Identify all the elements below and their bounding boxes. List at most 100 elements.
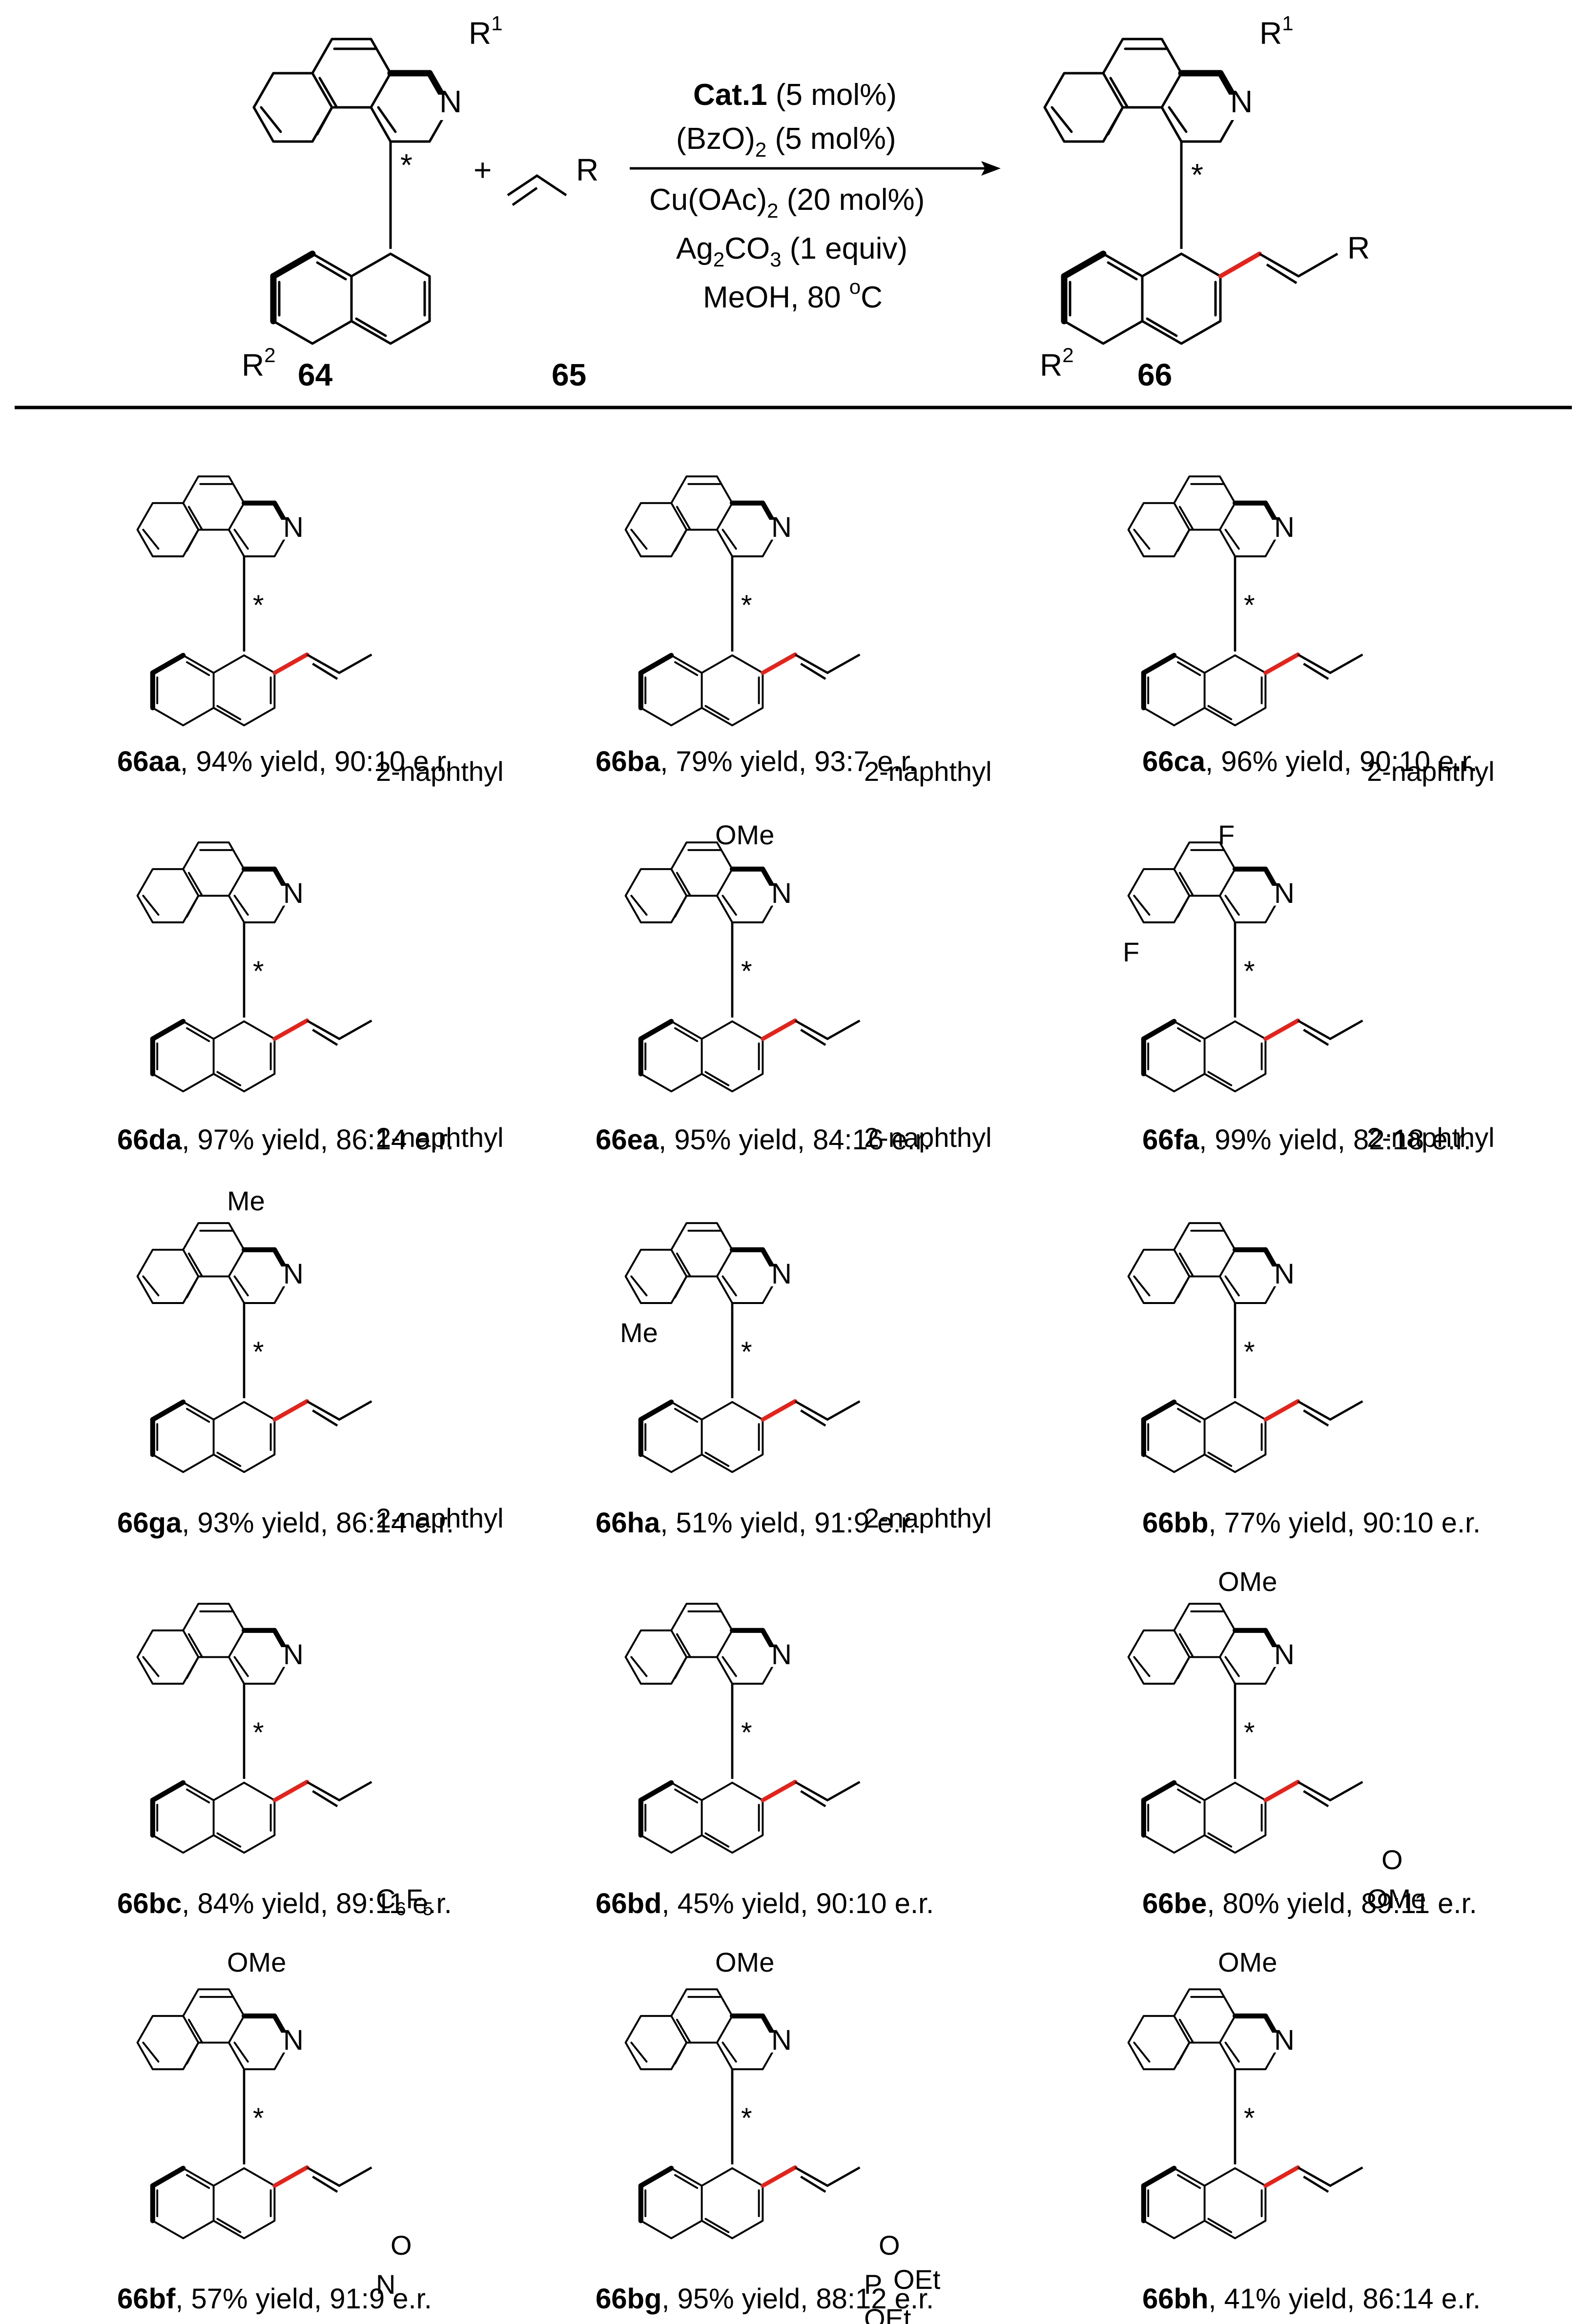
nitrogen-label: N: [1274, 1258, 1295, 1290]
ring-substituent: F: [1218, 819, 1235, 850]
structure-66bf: [138, 1989, 372, 2238]
stereo-star: *: [253, 1717, 264, 1749]
product-r2-label: R2: [1040, 344, 1074, 383]
nitrogen-label: N: [283, 511, 304, 543]
product-caption: 66ca, 96% yield, 90:10 e.r.: [1142, 746, 1478, 777]
product-caption: 66bh, 41% yield, 86:14 e.r.: [1142, 2283, 1481, 2315]
nitrogen-label: N: [283, 1258, 304, 1290]
product-caption: 66ha, 51% yield, 91:9 e.r.: [596, 1507, 917, 1539]
product-caption: 66be, 80% yield, 89:11 e.r.: [1142, 1888, 1477, 1919]
ring-substituent: OMe: [227, 1947, 286, 1977]
product-66bd: N * OMe 66bd, 45% yield, 90:10 e.r.: [596, 1604, 934, 1977]
stereo-star: *: [253, 2102, 264, 2134]
stereo-star: *: [1244, 1717, 1255, 1749]
plus-sign: +: [474, 152, 492, 187]
stereo-star: *: [253, 1336, 264, 1368]
product-66fa: N * 2-naphthyl F 66fa, 99% yield, 82:18 e.r.: [1123, 842, 1495, 1156]
product-66-id: 66: [1137, 357, 1172, 392]
product-caption: 66ga, 93% yield, 86:14 e.r.: [117, 1507, 454, 1539]
stereo-star: *: [400, 147, 412, 183]
product-caption: 66bb, 77% yield, 90:10 e.r.: [1142, 1507, 1481, 1539]
alkene-substituent: 2-naphthyl: [376, 1122, 504, 1153]
nitrogen-label: N: [1274, 877, 1295, 909]
product-r-label: R: [1347, 230, 1370, 265]
condition-catalyst: Cat.1 (5 mol%): [693, 78, 897, 112]
alkene-substituent: OMe: [1367, 1883, 1426, 1914]
ring-substituent: Me: [227, 1185, 265, 1216]
ring-substituent: OMe: [715, 1947, 774, 1977]
alkene-substituent: N: [376, 2269, 395, 2300]
stereo-star: *: [741, 1717, 752, 1749]
product-66bf: N*NOOMe66bf, 57% yield, 91:9 e.r.: [117, 1989, 432, 2315]
structure-66bd: [626, 1604, 861, 1853]
carbonyl-oxygen: O: [879, 2230, 900, 2261]
alkene-substituent: 2-naphthyl: [376, 1503, 504, 1533]
n-label: N: [439, 84, 462, 119]
nitrogen-label: N: [283, 1639, 304, 1671]
structure-66ca: [1129, 476, 1363, 725]
product-n-label: N: [1230, 84, 1253, 119]
isoquinoline-substituent: Me: [620, 1317, 658, 1348]
nitrogen-label: N: [771, 2024, 792, 2056]
nitrogen-label: N: [283, 2024, 304, 2056]
alkene-substituent: 2-naphthyl: [1367, 1122, 1495, 1153]
nitrogen-label: N: [283, 877, 304, 909]
ethoxy-label-2: OEt: [864, 2303, 911, 2324]
condition-silver: Ag2CO3 (1 equiv): [676, 232, 907, 271]
stereo-star: *: [1244, 2102, 1255, 2134]
structure-66be: [1129, 1604, 1363, 1853]
stereo-star: *: [741, 1336, 752, 1368]
ethoxy-label-1: OEt: [893, 2264, 941, 2295]
product-caption: 66bf, 57% yield, 91:9 e.r.: [117, 2283, 432, 2315]
structure-66bb: [1129, 1223, 1363, 1472]
alkene-substituent: 2-naphthyl: [864, 1122, 992, 1153]
carbonyl-oxygen: O: [1381, 1844, 1403, 1875]
product-caption: 66ea, 95% yield, 84:16 e.r.: [596, 1124, 931, 1156]
isoquinoline-substituent: F: [1123, 937, 1139, 967]
product-caption: 66bd, 45% yield, 90:10 e.r.: [596, 1888, 934, 1919]
structure-66da: [138, 842, 372, 1091]
alkene-substituent: P: [864, 2269, 882, 2300]
alkene-substituent: 2-naphthyl: [1367, 756, 1495, 787]
header-reaction: N R1 * R2 64 + R 65 Cat.1 (5 mol%) (BzO)…: [242, 12, 1370, 392]
nitrogen-label: N: [1274, 511, 1295, 543]
product-caption: 66bg, 95% yield, 88:12 e.r.: [596, 2283, 934, 2315]
stereo-star: *: [1244, 956, 1255, 987]
product-caption: 66da, 97% yield, 86:14 e.r.: [117, 1124, 454, 1156]
alkene-substituent: 2-naphthyl: [864, 1503, 992, 1533]
nitrogen-label: N: [771, 511, 792, 543]
product-r1-label: R1: [1259, 12, 1294, 51]
structure-66ga: [138, 1223, 372, 1472]
nitrogen-label: N: [1274, 2024, 1295, 2056]
r1-label: R1: [469, 12, 503, 51]
reaction-conditions: Cat.1 (5 mol%) (BzO)2 (5 mol%) Cu(OAc)2 …: [630, 78, 1001, 314]
product-66-structure: [1045, 39, 1339, 344]
ring-substituent: OMe: [1218, 1947, 1277, 1977]
condition-oxidant: (BzO)2 (5 mol%): [676, 122, 896, 161]
condition-copper: Cu(OAc)2 (20 mol%): [649, 183, 925, 222]
product-caption: 66aa, 94% yield, 90:10 e.r.: [117, 746, 453, 777]
product-caption: 66fa, 99% yield, 82:18 e.r.: [1142, 1124, 1471, 1156]
stereo-star: *: [741, 590, 752, 621]
nitrogen-label: N: [771, 1639, 792, 1671]
stereo-star: *: [741, 956, 752, 987]
stereo-star: *: [253, 956, 264, 987]
nitrogen-label: N: [1274, 1639, 1295, 1671]
product-66bh: N*OMe66bh, 41% yield, 86:14 e.r.: [1129, 1989, 1481, 2315]
structure-66aa: [138, 476, 372, 725]
alkene-substituent: 2-naphthyl: [376, 756, 504, 787]
product-stereo-star: *: [1191, 157, 1203, 192]
product-caption: 66ba, 79% yield, 93:7 e.r.: [596, 746, 917, 777]
substrate-65-id: 65: [552, 357, 586, 392]
product-66bg: N*POOEtOEtOMe66bg, 95% yield, 88:12 e.r.: [596, 1989, 941, 2324]
